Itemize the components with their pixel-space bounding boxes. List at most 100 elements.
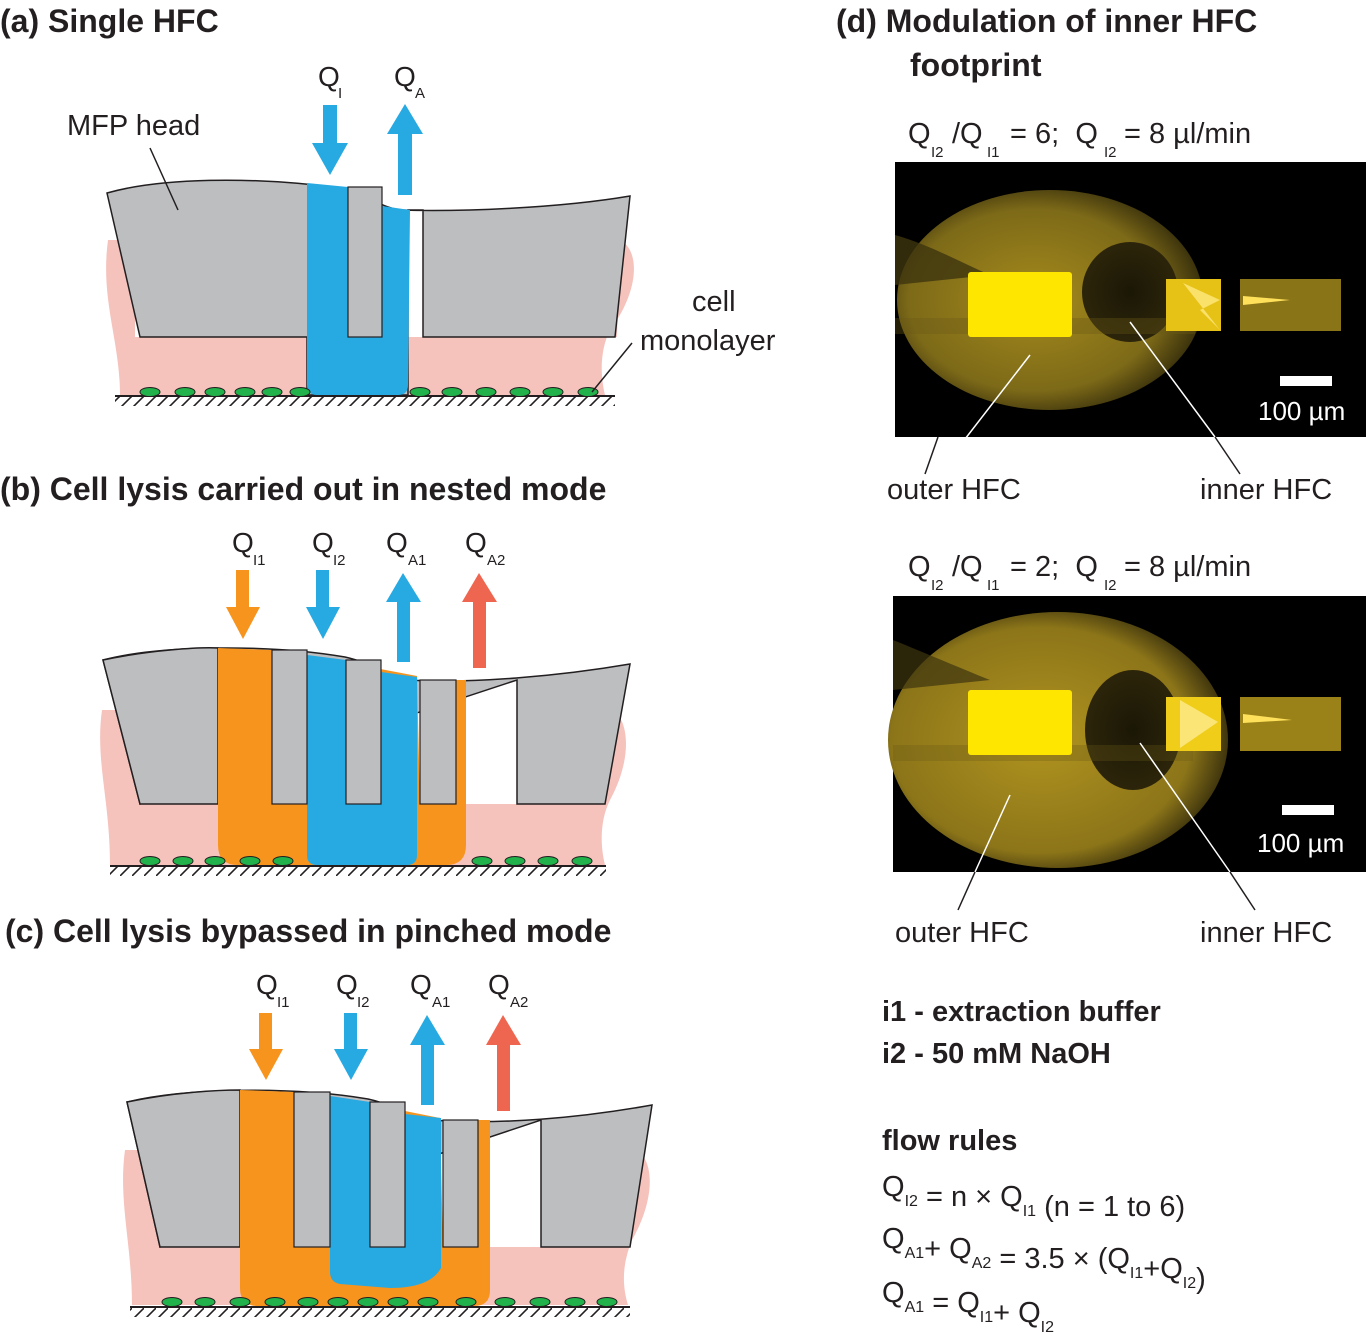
subscript: I2 [1041, 1319, 1054, 1336]
subscript: I2 [905, 1193, 918, 1210]
cell-row-b [139, 856, 593, 866]
panel-a: (a) Single HFC Q I Q [0, 3, 776, 406]
cell-leader [591, 342, 633, 393]
rule-text: = Q [924, 1287, 980, 1319]
aspirate-arrow [387, 104, 423, 195]
svg-text:I1: I1 [277, 994, 290, 1011]
substrate [130, 1307, 630, 1317]
rule-text: (n = 1 to 6) [1036, 1191, 1185, 1223]
svg-text:/Q: /Q [952, 551, 983, 583]
head-separator [271, 649, 308, 805]
inner-hfc-label: inner HFC [1200, 917, 1332, 949]
aspirate-arrow-a1 [386, 573, 421, 662]
svg-text:A1: A1 [408, 552, 426, 569]
flow-rule-2: QA1+ QA2 = 3.5 × (QI1+QI2) [882, 1223, 1206, 1295]
svg-text:Q: Q [394, 61, 416, 92]
micrograph-1: 100 µm [895, 162, 1366, 437]
substrate [115, 396, 615, 406]
cell-row-c [161, 1297, 618, 1307]
outer-hfc-leader [957, 871, 976, 911]
subscript: A1 [905, 1299, 925, 1316]
outer-hfc-label: outer HFC [887, 474, 1021, 506]
head-separator [419, 679, 457, 805]
rule-text: Q [882, 1277, 905, 1309]
panel-b: (b) Cell lysis carried out in nested mod… [0, 471, 631, 876]
substrate [110, 866, 606, 876]
flow-label-qi: Q I [318, 61, 342, 102]
svg-text:Q: Q [386, 527, 408, 558]
subscript: I1 [1130, 1265, 1143, 1282]
svg-text:Q: Q [465, 527, 487, 558]
condition-label-2: Q I2 /Q I1 = 2; Q I2 = 8 µl/min [908, 551, 1251, 594]
svg-text:I2: I2 [1104, 577, 1117, 594]
svg-text:Q: Q [908, 118, 931, 150]
subscript: I1 [980, 1309, 993, 1326]
flow-rule-1: QI2 = n × QI1 (n = 1 to 6) [882, 1171, 1185, 1223]
inner-hfc-leader [1214, 436, 1241, 475]
outer-hfc-leader [924, 436, 939, 475]
legend-i1: i1 - extraction buffer [882, 996, 1161, 1028]
svg-text:Q: Q [488, 969, 510, 1000]
rule-text: Q [882, 1171, 905, 1203]
aspirate-arrow-a1 [410, 1015, 445, 1105]
outer-hfc-leader [937, 354, 1031, 475]
micrograph-2: 100 µm [888, 596, 1366, 872]
panel-d-title-2: footprint [910, 47, 1042, 83]
svg-text:A: A [415, 85, 425, 102]
flow-label-qa2: Q A2 [488, 969, 528, 1011]
aspirate-arrow-a2 [486, 1015, 521, 1111]
flow-label-qi2: Q I2 [312, 527, 346, 569]
mfp-head-label: MFP head [67, 110, 200, 142]
svg-text:I1: I1 [987, 577, 1000, 594]
rule-text: = 3.5 × (Q [991, 1243, 1130, 1275]
aspirate-arrow-a2 [462, 573, 497, 668]
rule-text: Q [882, 1223, 905, 1255]
svg-text:A1: A1 [432, 994, 450, 1011]
inject-arrow-i1 [226, 570, 260, 639]
condition-label-1: Q I2 /Q I1 = 6; Q I2 = 8 µl/min [908, 118, 1251, 161]
inner-hfc-leader [1139, 742, 1231, 873]
inner-hfc-leader [1129, 321, 1216, 438]
svg-text:Q: Q [256, 969, 278, 1000]
flow-rule-3: QA1 = QI1+ QI2 [882, 1277, 1054, 1336]
head-separator [369, 1101, 406, 1248]
outer-hfc-leader [974, 794, 1011, 873]
cell-label-1: cell [692, 286, 736, 318]
subscript: A2 [972, 1255, 992, 1272]
svg-text:A2: A2 [510, 994, 528, 1011]
panel-c: (c) Cell lysis bypassed in pinched mode [5, 913, 653, 1317]
svg-text:I2: I2 [931, 577, 944, 594]
svg-text:I2: I2 [1104, 144, 1117, 161]
panel-b-title: (b) Cell lysis carried out in nested mod… [0, 471, 606, 507]
scale-bar-label: 100 µm [1258, 396, 1345, 426]
inner-hfc-flow [330, 1096, 441, 1288]
rule-text: +Q [1143, 1253, 1183, 1285]
liquid-region [106, 240, 634, 395]
subscript: I2 [1183, 1275, 1196, 1292]
panel-d-title-1: (d) Modulation of inner HFC [836, 3, 1257, 39]
head-separator [293, 1091, 331, 1248]
svg-text:I2: I2 [357, 994, 370, 1011]
svg-text:I2: I2 [931, 144, 944, 161]
svg-text:A2: A2 [487, 552, 505, 569]
svg-text:= 6; Q: = 6; Q [1002, 118, 1098, 150]
svg-text:I1: I1 [253, 552, 266, 569]
legend-i2: i2 - 50 mM NaOH [882, 1038, 1111, 1070]
svg-text:Q: Q [336, 969, 358, 1000]
flow-label-qa1: Q A1 [386, 527, 426, 569]
svg-text:= 8 µl/min: = 8 µl/min [1124, 551, 1251, 583]
inject-arrow-i1 [249, 1013, 283, 1080]
inject-arrow-i2 [334, 1013, 368, 1080]
rule-text: ) [1196, 1263, 1206, 1295]
inject-arrow [312, 105, 348, 175]
flow-label-qa2: Q A2 [465, 527, 505, 569]
rule-text: = n × Q [918, 1181, 1023, 1213]
svg-text:Q: Q [908, 551, 931, 583]
subscript: A1 [905, 1245, 925, 1262]
svg-text:/Q: /Q [952, 118, 983, 150]
svg-text:= 2; Q: = 2; Q [1002, 551, 1098, 583]
panel-c-title: (c) Cell lysis bypassed in pinched mode [5, 913, 611, 949]
svg-text:I1: I1 [987, 144, 1000, 161]
outer-hfc-label: outer HFC [895, 917, 1029, 949]
